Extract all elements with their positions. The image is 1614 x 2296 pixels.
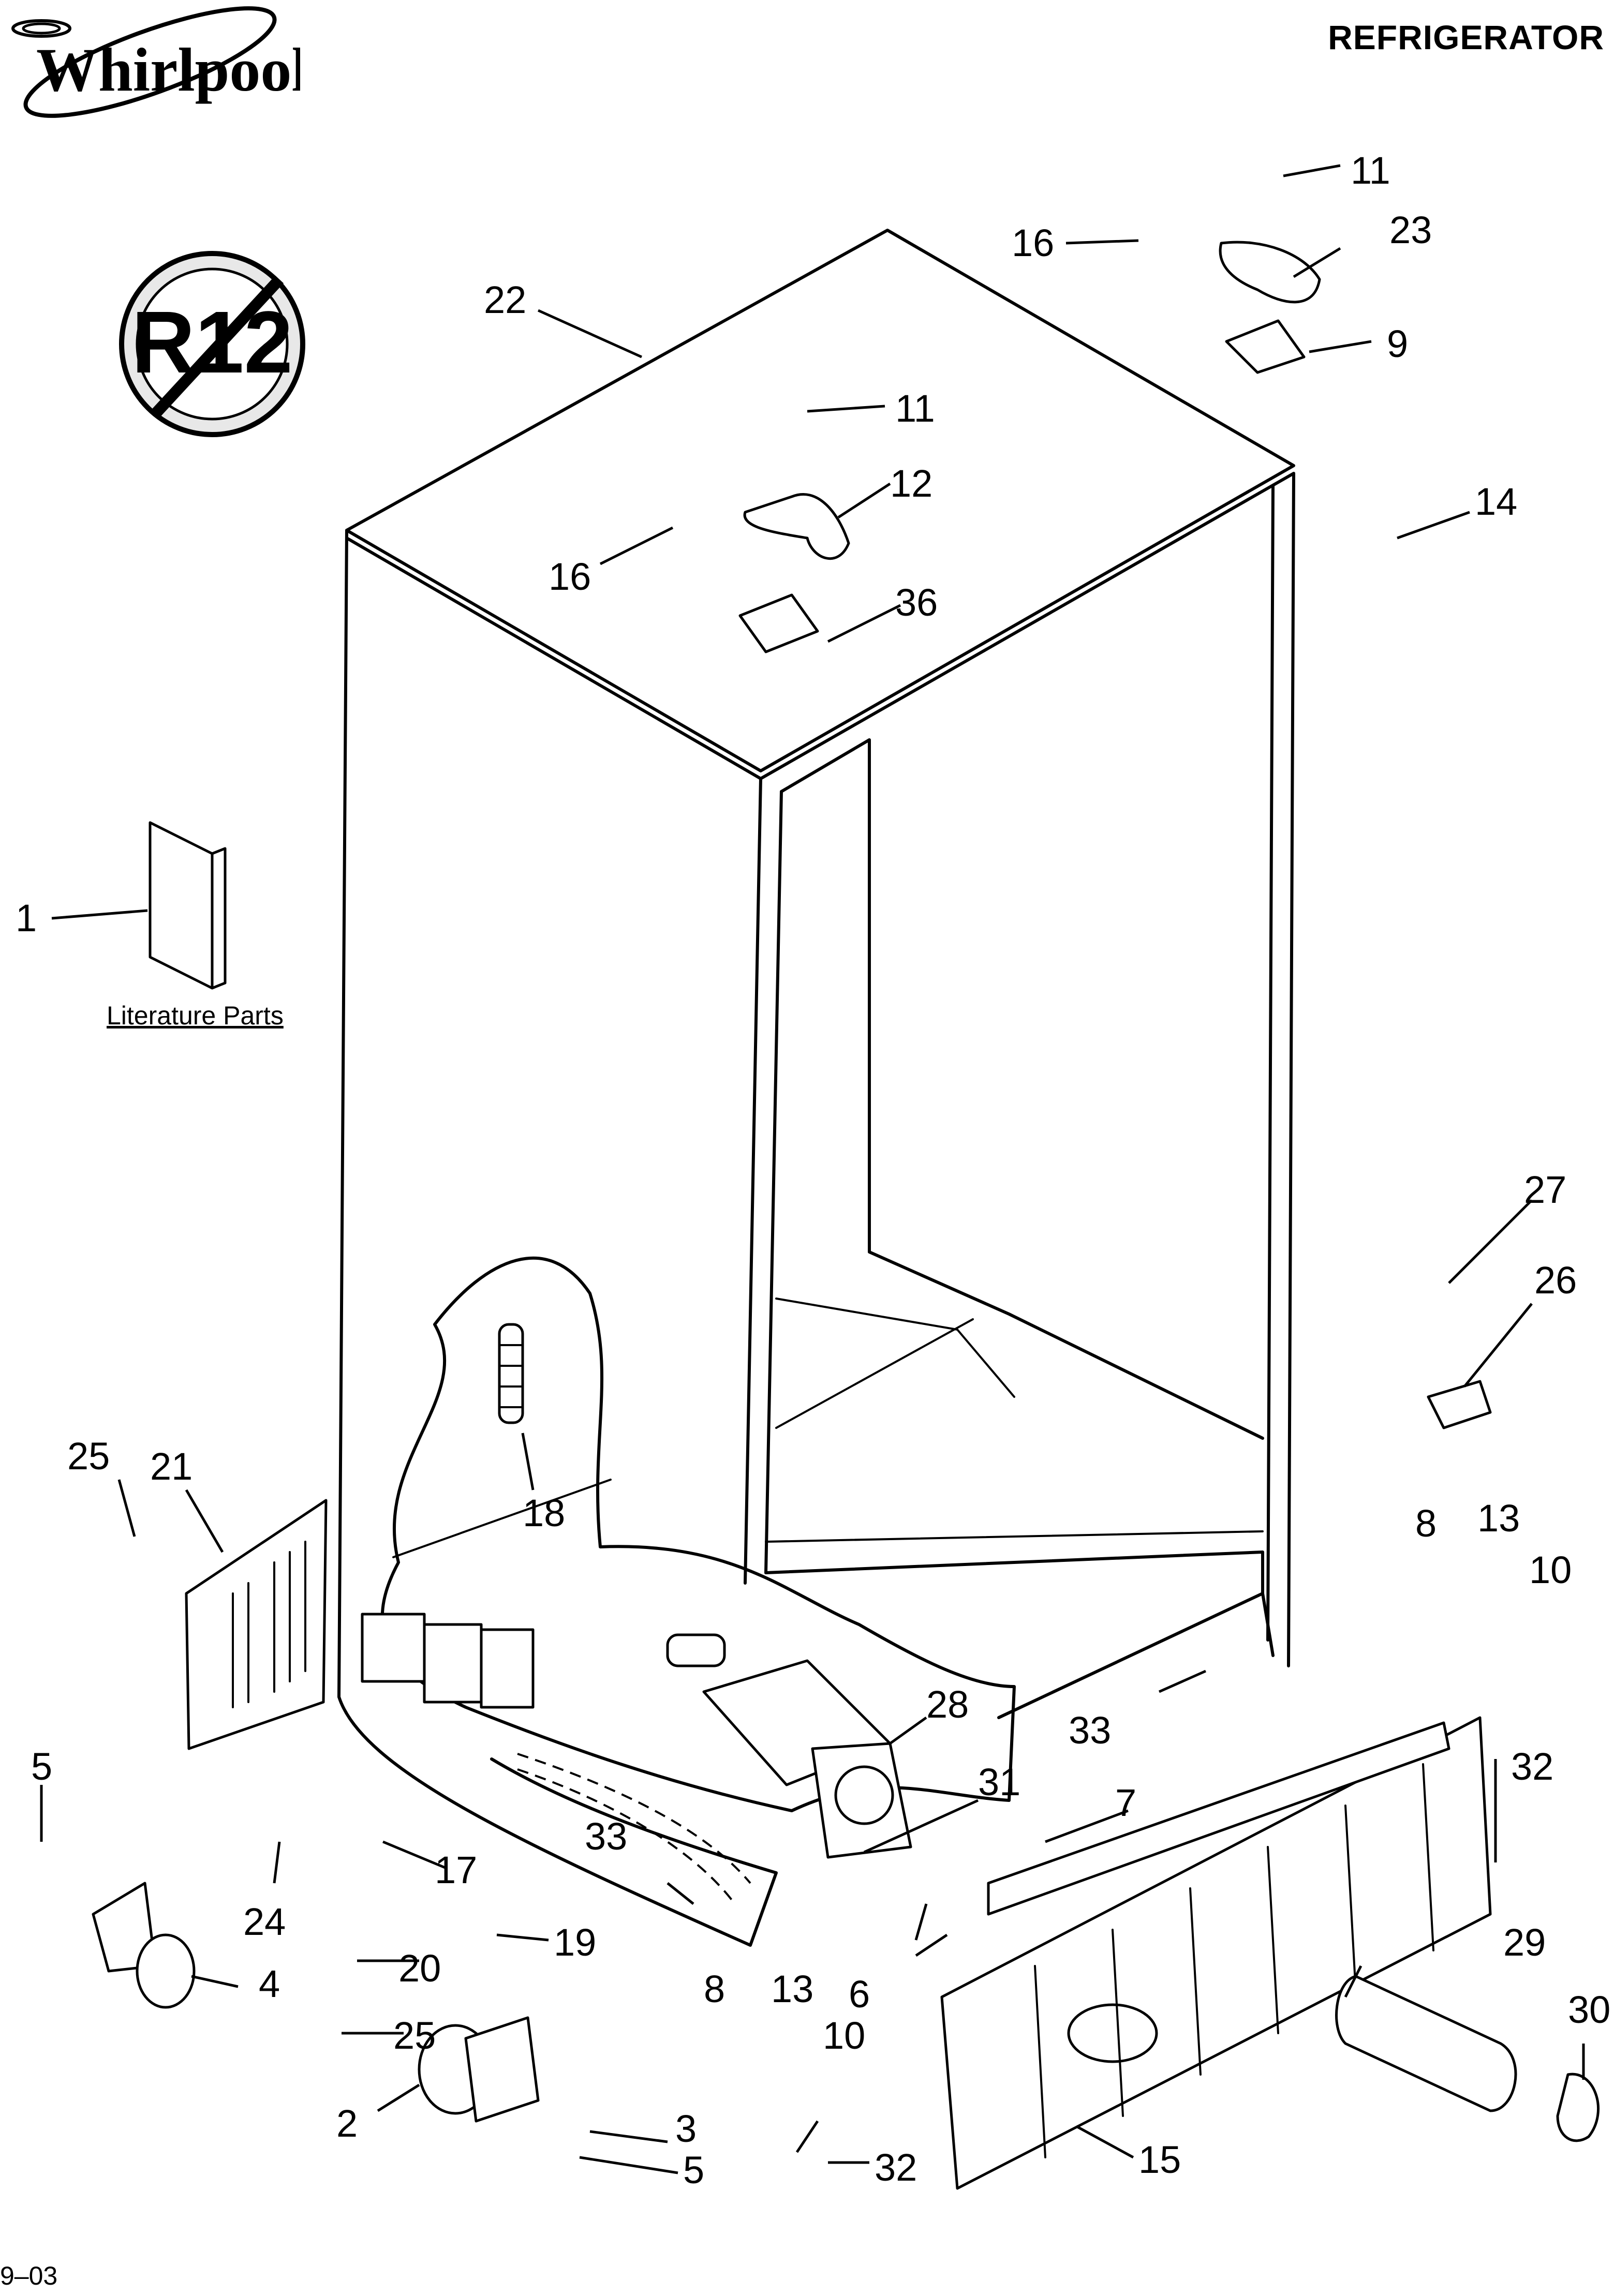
callout-11b: 11 xyxy=(895,387,935,430)
roller-left-rear xyxy=(92,1882,196,2009)
callout-27: 27 xyxy=(1524,1168,1566,1211)
base-grille xyxy=(940,1716,1492,2190)
callout-32b: 32 xyxy=(875,2146,917,2189)
callout-arrows xyxy=(40,164,1585,2174)
whirlpool-logo: Whirlpool xyxy=(11,6,300,118)
refrigerator-cabinet xyxy=(337,229,1295,1947)
callout-30: 30 xyxy=(1568,1988,1610,2031)
r12-text: R12 xyxy=(131,293,293,392)
callout-10b: 10 xyxy=(823,2014,865,2057)
literature-booklet xyxy=(149,821,227,990)
callout-12: 12 xyxy=(890,462,932,505)
callout-8a: 8 xyxy=(1415,1502,1437,1545)
callout-8b: 8 xyxy=(704,1967,725,2010)
callout-labels: 1 2 3 4 5 5 6 7 8 8 9 10 10 11 11 12 13 … xyxy=(16,149,1610,2191)
callout-20: 20 xyxy=(398,1947,441,1990)
condenser-duct xyxy=(666,1633,912,1859)
no-r12-badge: R12 xyxy=(119,251,305,437)
callout-17: 17 xyxy=(435,1848,477,1891)
compressor-valves xyxy=(361,1613,751,1905)
door-stop-bracket xyxy=(1427,1380,1492,1429)
hinge-bracket-top xyxy=(738,241,1321,653)
callout-5a: 5 xyxy=(31,1745,52,1788)
roller-front xyxy=(418,2016,540,2123)
callout-3: 3 xyxy=(675,2107,697,2150)
page-title: REFRIGERATOR xyxy=(1328,18,1604,56)
callout-1: 1 xyxy=(16,897,37,940)
callout-6: 6 xyxy=(849,1973,870,2016)
callout-11a: 11 xyxy=(1351,149,1390,192)
rear-access-panel xyxy=(185,1499,328,1750)
callout-22: 22 xyxy=(484,278,526,321)
callout-33b: 33 xyxy=(585,1815,627,1858)
callout-2: 2 xyxy=(336,2102,358,2145)
callout-26: 26 xyxy=(1534,1259,1577,1302)
drain-coil xyxy=(498,1323,524,1424)
callout-13a: 13 xyxy=(1477,1497,1520,1540)
callout-13b: 13 xyxy=(771,1967,813,2010)
callout-25b: 25 xyxy=(393,2014,436,2057)
water-filter xyxy=(1335,1975,1600,2142)
callout-16b: 16 xyxy=(549,555,591,598)
callout-32a: 32 xyxy=(1511,1745,1553,1788)
revision-date: 9–03 xyxy=(0,2261,58,2290)
callout-24: 24 xyxy=(243,1900,286,1943)
callout-7: 7 xyxy=(1115,1781,1136,1824)
callout-21: 21 xyxy=(150,1445,193,1488)
callout-9: 9 xyxy=(1387,322,1408,365)
callout-25a: 25 xyxy=(67,1435,110,1478)
callout-10a: 10 xyxy=(1529,1548,1572,1591)
callout-29: 29 xyxy=(1503,1921,1546,1964)
callout-19: 19 xyxy=(554,1921,596,1964)
callout-31: 31 xyxy=(978,1761,1020,1803)
callout-28: 28 xyxy=(926,1683,969,1726)
callout-18: 18 xyxy=(523,1492,565,1534)
callout-4: 4 xyxy=(259,1962,280,2005)
literature-parts-label: Literature Parts xyxy=(107,1001,284,1030)
callout-36: 36 xyxy=(895,581,938,624)
svg-text:Whirlpool: Whirlpool xyxy=(36,35,300,104)
callout-23: 23 xyxy=(1389,208,1432,251)
callout-5b: 5 xyxy=(683,2149,704,2191)
callout-14: 14 xyxy=(1475,480,1517,523)
callout-16a: 16 xyxy=(1012,221,1054,264)
callout-33a: 33 xyxy=(1069,1709,1111,1752)
callout-15: 15 xyxy=(1138,2138,1181,2181)
